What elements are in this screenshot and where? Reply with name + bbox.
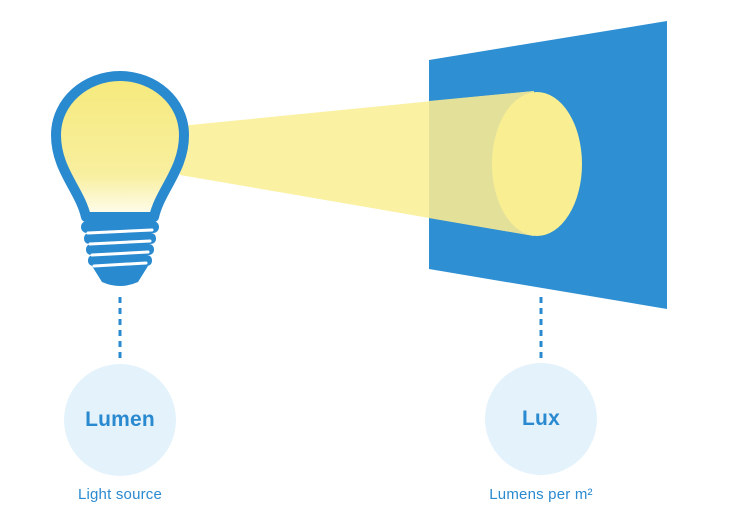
lumen-title: Lumen	[85, 408, 155, 431]
lux-badge: Lux	[485, 363, 597, 475]
lumen-caption: Light source	[77, 486, 163, 503]
lumen-badge: Lumen	[64, 364, 176, 476]
lux-title: Lux	[522, 407, 560, 430]
lux-caption: Lumens per m²	[489, 486, 593, 503]
light-bulb-icon	[51, 71, 189, 286]
illuminated-spot	[492, 92, 582, 236]
